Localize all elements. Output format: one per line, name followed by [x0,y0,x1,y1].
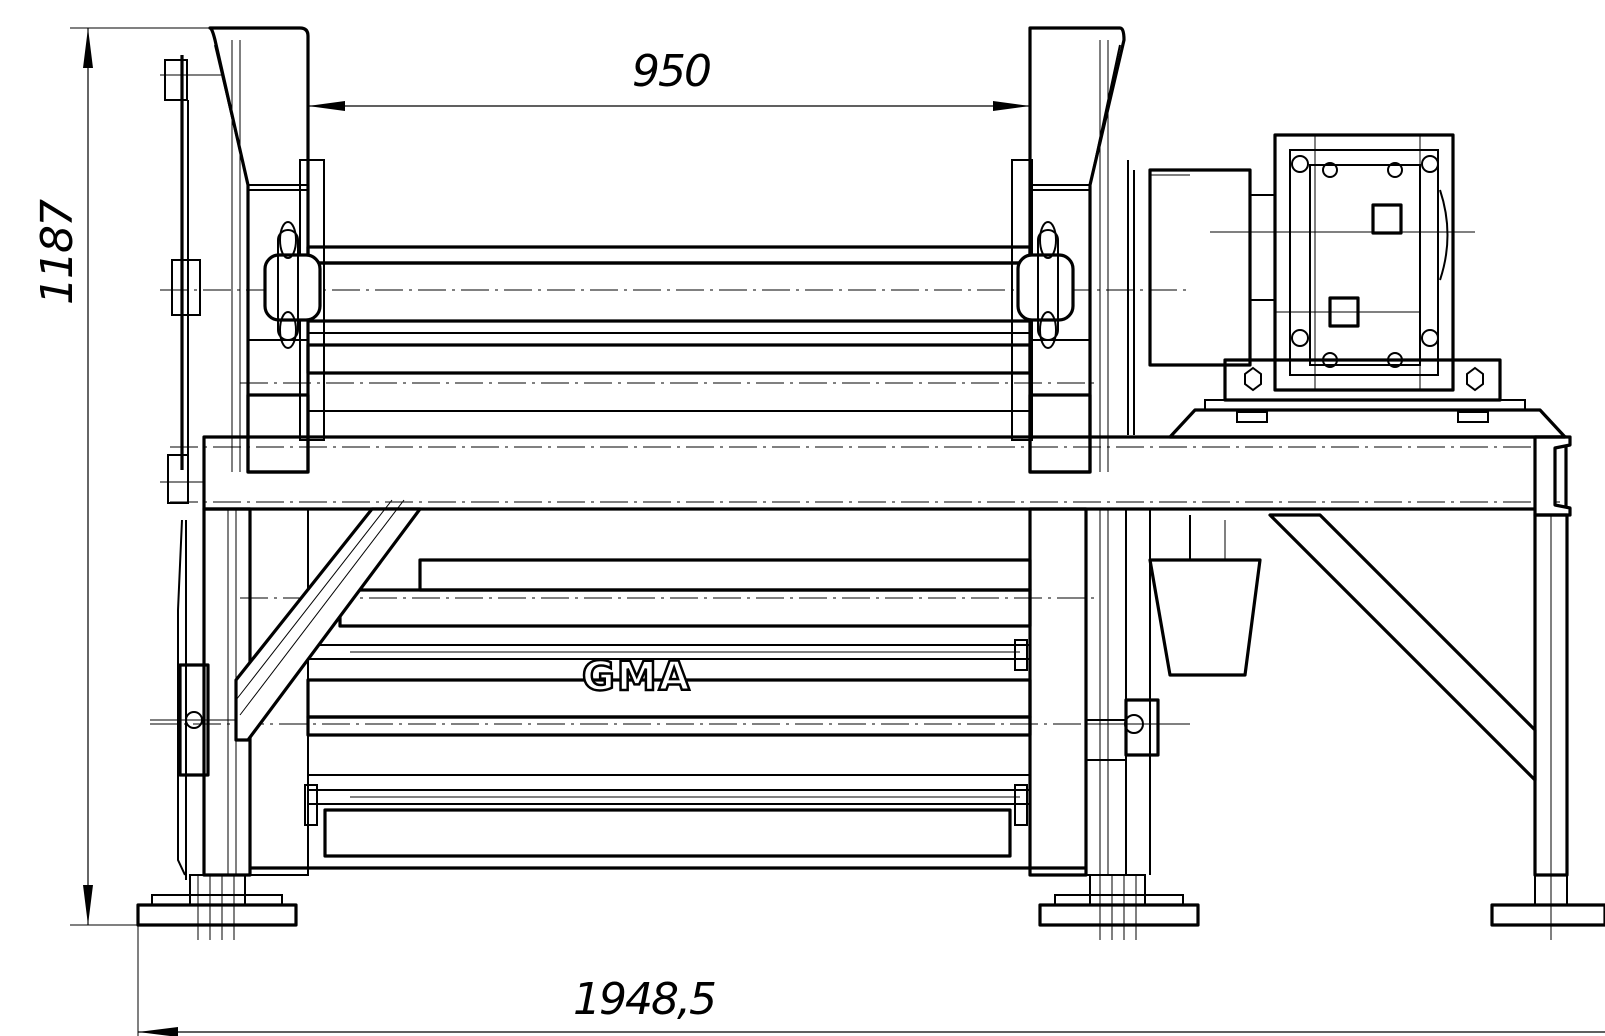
feet [136,874,1605,940]
upper-rollers [160,221,1190,438]
logo-text: GMA [582,654,692,700]
left-drive-side [160,55,262,876]
dimension-text-overall-width: 1948,5 [573,974,715,1025]
dimension-text-height: 1187 [32,199,83,305]
dimension-text-top-width: 950 [632,46,710,97]
gearbox-assembly [1148,133,1567,439]
right-lower-leg [1028,507,1190,877]
dimension-top-width: 950 [308,46,1030,111]
left-diagonal-brace [234,499,422,742]
gma-logo: GMA [581,653,692,702]
dimension-overall-width: 1948,5 [137,925,1605,1036]
motor-support-stand [1148,513,1569,900]
main-crossbeam [170,435,1572,517]
lower-rollers [150,558,1190,870]
dimension-height: 1187 [32,27,210,926]
left-lower-leg [150,507,309,880]
